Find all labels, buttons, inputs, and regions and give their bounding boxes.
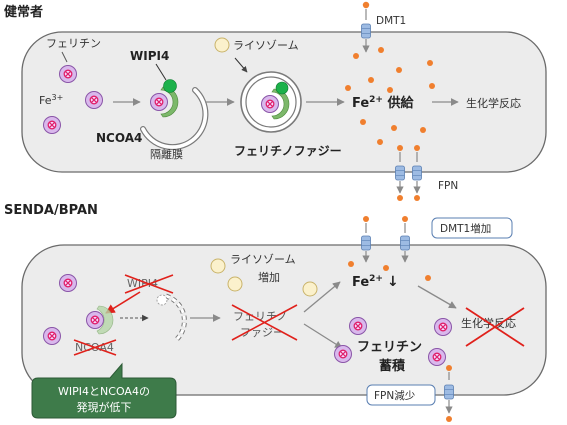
transporter-icon bbox=[361, 235, 371, 251]
ferritin-particle bbox=[42, 115, 62, 135]
patient-dmt1-callout: DMT1増加 bbox=[440, 222, 491, 235]
ferritin-particle bbox=[260, 94, 280, 114]
healthy-dmt1-label: DMT1 bbox=[376, 15, 406, 27]
iron-dots bbox=[345, 47, 435, 145]
patient-lysosome-increase-label: 増加 bbox=[258, 271, 280, 284]
ferritin-particle bbox=[84, 90, 104, 110]
transporter-icon bbox=[444, 384, 454, 400]
expression-callout-line2: 発現が低下 bbox=[77, 400, 132, 414]
ferritin-particle bbox=[85, 310, 105, 330]
transporter-icon bbox=[412, 165, 422, 181]
healthy-ncoa4-label: NCOA4 bbox=[96, 131, 142, 145]
red-cross bbox=[73, 339, 117, 356]
ncoa4-protein bbox=[160, 86, 179, 118]
transporter-icon bbox=[395, 165, 405, 181]
patient-section: SENDA/BPAN DMT1増加 WIPI4 NCOA4 bbox=[4, 203, 547, 422]
healthy-ferritin-label: フェリチン bbox=[46, 37, 101, 50]
ferritin-particle bbox=[433, 317, 453, 337]
patient-wipi4-label: WIPI4 bbox=[127, 277, 158, 290]
pointer-line bbox=[155, 63, 167, 81]
autophagosome bbox=[240, 71, 302, 133]
ferritin-particle bbox=[42, 326, 62, 346]
healthy-fpn-label: FPN bbox=[438, 180, 458, 192]
healthy-fe2-supply-label: Fe2+ 供給 bbox=[352, 95, 415, 111]
transporter-icon bbox=[400, 235, 410, 251]
healthy-dmt1-transporter: DMT1 bbox=[361, 1, 406, 53]
red-arrow bbox=[105, 291, 141, 314]
ncoa4-protein-faded bbox=[96, 305, 114, 335]
healthy-ferritinophagy-label: フェリチノファジー bbox=[234, 144, 342, 158]
red-cross bbox=[124, 274, 174, 294]
wipi4-protein-missing bbox=[156, 294, 168, 306]
patient-fe2-label: Fe2+↓ bbox=[352, 274, 399, 290]
lysosome-icon bbox=[210, 258, 226, 274]
arrow bbox=[303, 281, 341, 313]
patient-lysosome-label: ライソゾーム bbox=[230, 253, 296, 266]
red-cross bbox=[231, 304, 298, 341]
ferritin-particle bbox=[58, 64, 78, 84]
dmt1-increase-callout bbox=[431, 217, 513, 239]
lysosome-icon bbox=[302, 281, 318, 297]
arrow bbox=[417, 285, 457, 309]
red-cross bbox=[465, 307, 525, 347]
healthy-lysosome-label: ライソゾーム bbox=[233, 39, 299, 52]
ferritin-particle bbox=[427, 347, 447, 367]
lysosome-icon bbox=[227, 276, 243, 292]
ferritin-particle bbox=[348, 316, 368, 336]
pointer-line bbox=[61, 51, 68, 63]
patient-ferritin-line2: 蓄積 bbox=[379, 358, 406, 374]
wipi4-protein bbox=[275, 81, 289, 95]
fpn-decrease-callout bbox=[366, 384, 436, 406]
healthy-membrane-label: 隔離膜 bbox=[150, 147, 183, 161]
patient-fpn-callout: FPN減少 bbox=[374, 389, 415, 402]
healthy-section: 健常者 DMT1 フェリチン Fe3+ NCOA4 WIPI4 隔離膜 bbox=[4, 1, 547, 201]
healthy-reaction-label: 生化学反応 bbox=[466, 96, 521, 110]
expression-decrease-callout: WIPI4とNCOA4の 発現が低下 bbox=[31, 362, 177, 419]
ncoa4-protein bbox=[271, 88, 290, 120]
iron-dots bbox=[348, 261, 431, 281]
arrow bbox=[303, 323, 343, 349]
patient-section-title: SENDA/BPAN bbox=[4, 203, 98, 218]
ferritin-particle bbox=[58, 273, 78, 293]
patient-dmt1-transporters bbox=[361, 216, 410, 263]
ferritin-particle bbox=[149, 92, 169, 112]
expression-callout-line1: WIPI4とNCOA4の bbox=[58, 385, 150, 398]
patient-fpn-transporter bbox=[444, 365, 454, 422]
healthy-section-title: 健常者 bbox=[4, 4, 43, 20]
lysosome-icon bbox=[214, 37, 230, 53]
pointer-line bbox=[234, 57, 248, 73]
wipi4-protein bbox=[163, 79, 177, 93]
iron-dot bbox=[362, 1, 370, 9]
patient-ferritin-line1: フェリチン bbox=[357, 340, 422, 355]
healthy-fe3-label: Fe3+ bbox=[39, 93, 63, 107]
healthy-fpn-transporters: FPN bbox=[395, 145, 458, 201]
transporter-icon bbox=[361, 23, 371, 39]
ferritin-particle bbox=[333, 344, 353, 364]
healthy-wipi4-label: WIPI4 bbox=[130, 49, 169, 63]
